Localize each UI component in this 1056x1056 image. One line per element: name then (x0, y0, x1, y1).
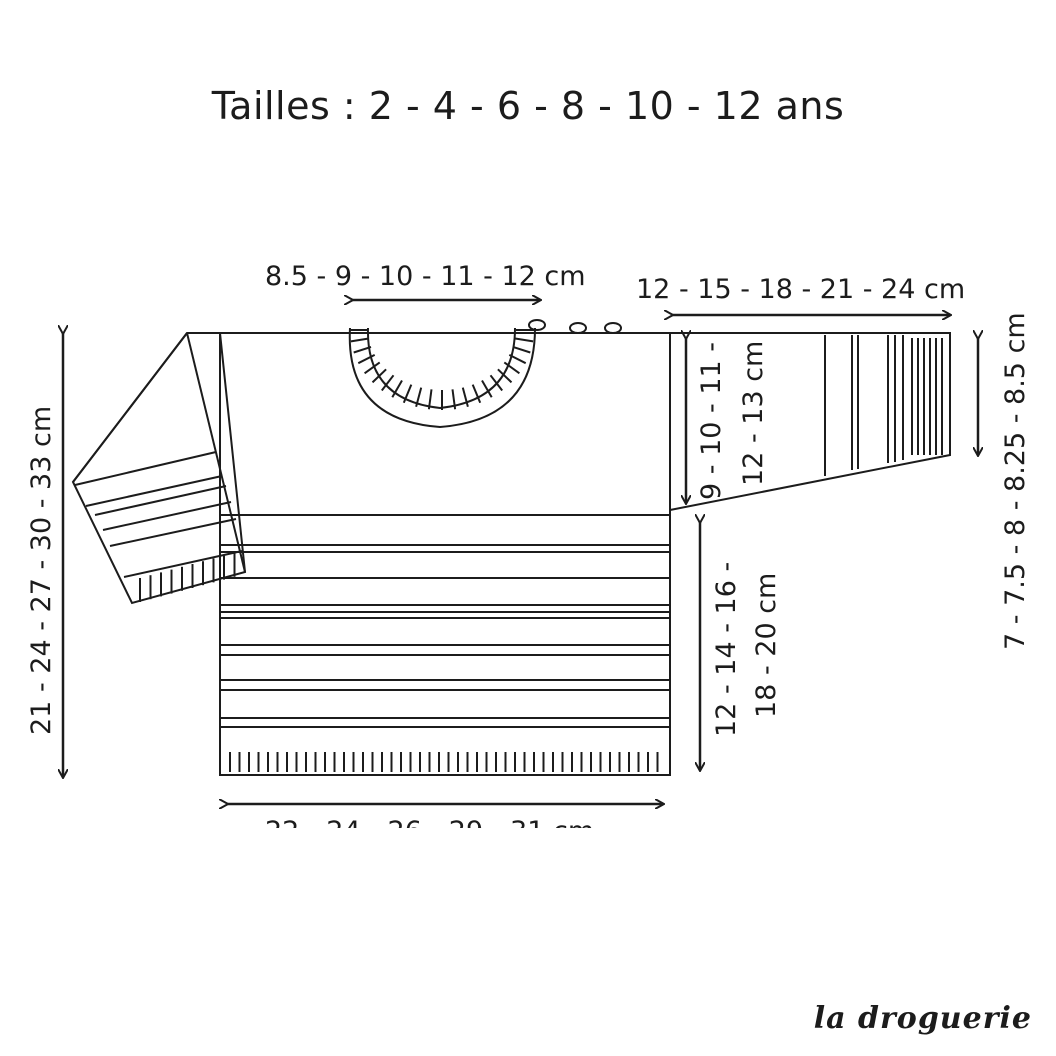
button-2 (569, 322, 587, 334)
neck-width-label: 8.5 - 9 - 10 - 11 - 12 cm (265, 261, 586, 292)
body-height-label-2: 18 - 20 cm (751, 573, 782, 718)
armhole-depth-label-2: 12 - 13 cm (738, 341, 769, 486)
body-width-label: 22 - 24 - 26 - 29 - 31 cm (265, 816, 594, 847)
right-sleeve (669, 332, 951, 512)
sizes-title: Tailles : 2 - 4 - 6 - 8 - 10 - 12 ans (211, 84, 845, 128)
right-sleeve-stripes (824, 335, 904, 476)
body-height-label-1: 12 - 14 - 16 - (711, 562, 742, 737)
button-1 (528, 319, 546, 331)
sleeve-length-label: 12 - 15 - 18 - 21 - 24 cm (636, 274, 965, 305)
button-3 (604, 322, 622, 334)
brand-logo: la droguerie (813, 1001, 1032, 1036)
left-sleeve-stripes (74, 451, 243, 578)
neck-inner-edge (348, 327, 536, 429)
armhole-depth-label-1: 9 - 10 - 11 - (696, 342, 727, 500)
rib-texture (139, 329, 943, 772)
body-stripes (220, 544, 670, 728)
cuff-width-label: 7 - 7.5 - 8 - 8.25 - 8.5 cm (1000, 312, 1031, 650)
total-length-label: 21 - 24 - 27 - 30 - 33 cm (26, 406, 57, 735)
body-panel (219, 332, 671, 776)
